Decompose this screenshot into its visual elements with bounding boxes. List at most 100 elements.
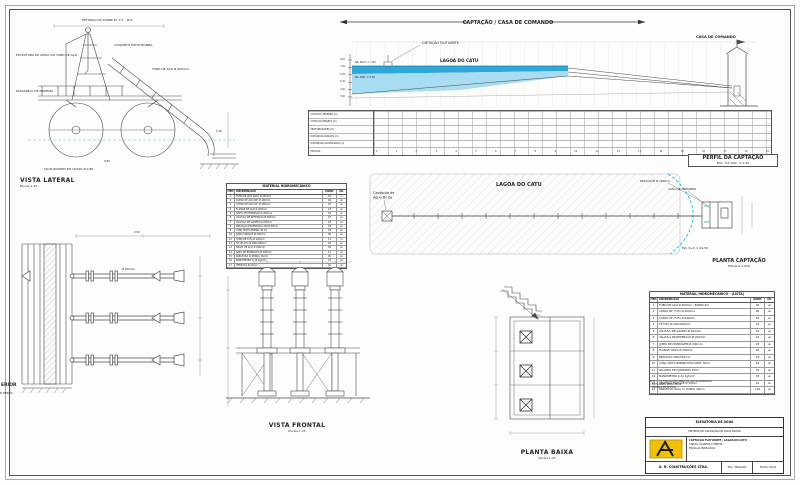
table-row: 16 MANÔMETRO 0-10 kgf/cm² 03 un — [227, 259, 346, 264]
table-row: 6 VÁLVULA DE RETENÇÃO Ø 200mm 03 un — [227, 216, 346, 221]
lagoa-hatch-area — [369, 173, 681, 255]
plan-casa-detail — [701, 196, 753, 234]
material-table-2-header: ITEM DISCRIMINAÇÃO QUANT. UN. — [650, 298, 774, 303]
title-block-line-2: SISTEMA DE CAPTAÇÃO DE ÁGUA BRUTA — [646, 428, 783, 437]
clipped-label-1: ERIOR — [1, 383, 17, 388]
elevation-tick: 7,00 — [340, 65, 345, 69]
lateral-view-drawing: REFORÇO DA TORRE EL 7,5' - Ø 4' ESTRUTUR… — [16, 17, 239, 171]
profile-stake-table: COTAS DO TERRENO (m)COTAS DO PROJETO (m)… — [308, 110, 772, 156]
table-row: 11 TUBO DE FoFo Ø 200mm 12 m — [227, 237, 346, 243]
lateral-view-scale: Escala 1:25 — [20, 183, 38, 188]
table-row: 14 ANEL DE BORRACHA Ø 200mm 12 un — [227, 250, 346, 255]
table-row: 4 TÊ FoFo Ø 200x200mm 02 un — [650, 322, 774, 329]
pump-bases — [519, 330, 533, 412]
frontal-view-drawing — [226, 260, 370, 406]
table-row: 7 JUNTA DE MONTAGEM Ø 200mm 03 un — [650, 341, 774, 349]
table-row: 11 QUADRO DE COMANDO 30CV 03 un — [650, 367, 774, 375]
plan-detail-label-2: RECALQUE Ø 200mm — [640, 178, 670, 183]
table-row: 3 CURVA DE AÇO 45° Ø 200mm 02 un — [227, 203, 346, 208]
stake-row-label: COTAS DO PROJETO (m) — [310, 120, 337, 124]
stake-table-row-labels: COTAS DO TERRENO (m)COTAS DO PROJETO (m)… — [309, 111, 373, 155]
profile-title: PERFIL DA CAPTAÇÃO — [702, 155, 764, 161]
plan-title: PLANTA CAPTAÇÃO — [712, 258, 766, 264]
table-row: 10 CONJ. MOTO-BOMBA EIXO VERT. 30CV 03 u… — [650, 361, 774, 368]
pipe-runs — [21, 269, 185, 367]
stake-row-label: PROFUNDIDADES (m) — [310, 127, 335, 131]
stake-number: 17 — [723, 150, 727, 153]
elevation-tick: 6,00 — [340, 72, 345, 76]
planta-baixa-drawing — [494, 286, 595, 435]
stake-number: 18 — [744, 150, 748, 153]
stake-number: 11 — [595, 150, 599, 153]
note-line: 2- OS FLANGES SERÃO PN-10; — [649, 383, 682, 387]
casa-de-comando-structure — [720, 39, 758, 107]
stake-row-label: DISTÂNCIAS ACUMULADAS (m) — [310, 142, 345, 146]
table-row: 4 FLANGE DE AÇO Ø 200mm 12 un — [227, 207, 346, 212]
frontal-view-title: VISTA FRONTAL — [268, 422, 326, 429]
stake-number: 13 — [638, 150, 642, 153]
lateral-ann-3: PASSARELA DE MADEIRA — [16, 89, 54, 93]
stake-number: 16 — [702, 150, 705, 153]
clipped-label-2: R PERFIL — [0, 391, 14, 395]
stake-row-label: ESTACAS — [310, 149, 321, 153]
table-row: 15 PARAFUSO C/ PORCA 16mm 96 un — [227, 254, 346, 260]
stake-number: 2 — [415, 150, 418, 153]
profile-scale: ESC. H-1:500 / V-1:50 — [716, 160, 750, 165]
plan-captacao-label-2: Água Bruta — [373, 195, 392, 200]
water-surface-band — [352, 66, 568, 74]
header-desc: DISCRIMINAÇÃO — [234, 190, 322, 194]
table-row: 9 REDUÇÃO 200x150mm 03 un — [650, 354, 774, 362]
drawing-scales-note: ESCALAS INDICADAS — [689, 446, 716, 450]
profile-captacao-label: CAPTAÇÃO FLUTUANTE — [422, 40, 459, 45]
elevation-tick: 8,00 — [340, 58, 345, 61]
header-qty: QUANT. — [750, 298, 764, 302]
stake-number: 4 — [455, 150, 457, 153]
stake-number: 1 — [395, 150, 398, 153]
stake-number: 7 — [514, 150, 517, 153]
header-unit: UN. — [336, 190, 346, 194]
stake-row-label: DISTÂNCIAS PARCIAIS (m) — [310, 134, 339, 138]
lateral-ann-0: REFORÇO DA TORRE EL 7,5' - Ø 4' — [82, 17, 133, 22]
table-row: 1 TUBO DE AÇO Ø 200mm - BARRA 6m 04 un — [650, 302, 774, 310]
table-row: 8 FLANGE CEGO Ø 200mm 02 un — [650, 348, 774, 355]
water-body — [352, 71, 568, 94]
table-row: 3 CURVA 45° FoFo Ø 200mm 04 un — [650, 315, 774, 323]
profile-banner-label: CAPTAÇÃO / CASA DE COMANDO — [463, 19, 554, 26]
table-row: 14 PARAFUSO GALV. C/ PORCA 16mm 120 un — [650, 387, 774, 394]
planta-baixa-scale: Escala 1:25 — [538, 455, 556, 460]
elevation-tick: 5,00 — [340, 80, 345, 84]
lateral-ann-5: CONJUNTO MOTO-BOMBA — [114, 43, 153, 47]
table-row: 17 VENTOSA Ø 20mm 01 un — [227, 263, 346, 268]
superior-plan-drawing: 2,50 Ø 200mm — [21, 230, 211, 394]
lateral-ann-4: FLUTUADORES DE CHAPA Ø 0,80 — [44, 166, 93, 171]
table-row: 10 JUNTA GIBAULT Ø 200mm 06 un — [227, 233, 346, 238]
planta-baixa-title: PLANTA BAIXA — [520, 449, 574, 456]
stake-number: 8 — [534, 150, 537, 153]
stake-number: 0 — [376, 150, 378, 153]
pump-assemblies — [256, 267, 346, 397]
drawing-contents: VISTAS, PLANTAS E PERFIS — [689, 442, 723, 446]
lateral-ann-2: TUBO DE AÇO Ø 200mm — [151, 66, 189, 71]
title-block-line-1: ELEVATÓRIA DE ÁGUA — [646, 418, 783, 428]
sheet-border-inner — [9, 9, 791, 476]
elevation-tick: 4,00 — [340, 87, 345, 91]
plan-detail-label-1: CASA DE COMANDO — [668, 187, 697, 191]
table-row: 6 VÁLVULA DE RETENÇÃO Ø 200mm 03 un — [650, 335, 774, 342]
table-row: 9 CONJ. MOTO-BOMBA 30 CV 03 un — [227, 229, 346, 234]
stake-number: 6 — [494, 150, 497, 153]
sheet-number-field: FOLHA: 01/01 — [752, 462, 783, 473]
header-desc: DISCRIMINAÇÃO — [657, 298, 750, 302]
plan-lagoa-label: LAGOA DO CATU — [496, 182, 542, 188]
plan-captacao-label-1: Captação de — [373, 191, 394, 195]
table-row: 13 CRIVO DE AÇO Ø 200mm 03 un — [227, 246, 346, 251]
material-table-1-header: ITEM DISCRIMINAÇÃO QUANT. UN. — [227, 190, 346, 195]
plan-scale: ESCALA 1:250 — [728, 263, 750, 268]
plan-detail-green-marks — [704, 205, 709, 223]
stake-number: 19 — [765, 150, 769, 153]
stake-number: 9 — [554, 150, 556, 153]
header-item: ITEM — [650, 298, 657, 301]
material-table-2: MATERIAL HIDROMECÂNICO - (LISTA) ITEM DI… — [649, 291, 775, 395]
